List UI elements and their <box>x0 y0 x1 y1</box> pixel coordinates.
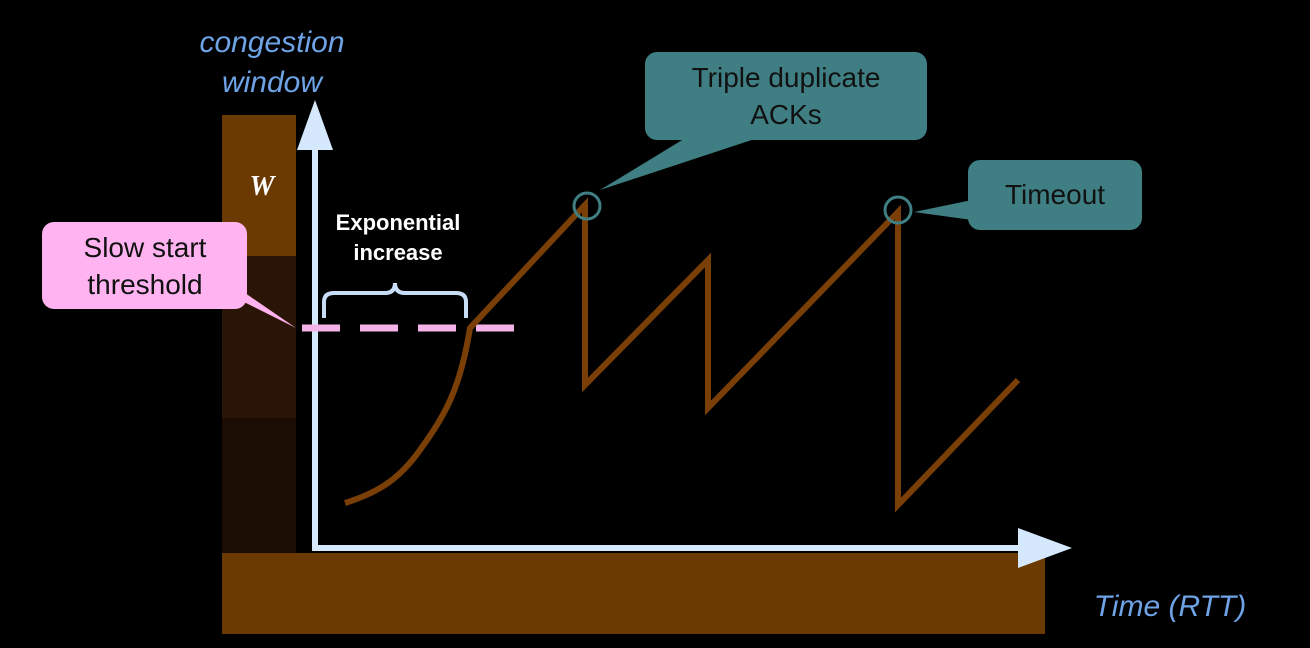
x-axis-arrowhead <box>1018 528 1072 568</box>
timeout-callout: Timeout <box>914 160 1142 230</box>
exponential-label-line2: increase <box>353 240 442 265</box>
slow-start-callout-line1: Slow start <box>84 232 207 263</box>
base-block <box>222 553 1045 634</box>
y-axis-arrowhead <box>297 100 333 150</box>
triple-dup-callout: Triple duplicate ACKs <box>600 52 927 190</box>
triple-dup-callout-line1: Triple duplicate <box>692 62 881 93</box>
y-axis-label-line1: congestion <box>199 26 344 59</box>
slow-start-callout-box <box>42 222 247 309</box>
timeout-callout-label: Timeout <box>1005 179 1105 210</box>
exponential-brace <box>322 282 468 318</box>
triple-dup-event-marker <box>572 191 602 221</box>
timeout-event-marker <box>883 195 913 225</box>
triple-dup-callout-box <box>645 52 927 140</box>
y-axis-label-line2: window <box>222 66 324 99</box>
w-symbol: W <box>250 171 277 202</box>
exponential-label-line1: Exponential <box>336 210 461 235</box>
timeout-callout-box <box>968 160 1142 230</box>
slow-start-callout-line2: threshold <box>87 269 202 300</box>
congestion-window-curve <box>344 197 1021 513</box>
slow-start-callout: Slow start threshold <box>42 222 296 328</box>
window-block-low <box>222 418 296 553</box>
triple-dup-callout-line2: ACKs <box>750 99 822 130</box>
x-axis-label: Time (RTT) <box>1094 590 1247 623</box>
triple-dup-callout-tail <box>600 134 770 190</box>
slow-start-callout-tail <box>232 284 296 328</box>
timeout-callout-tail <box>914 200 972 220</box>
